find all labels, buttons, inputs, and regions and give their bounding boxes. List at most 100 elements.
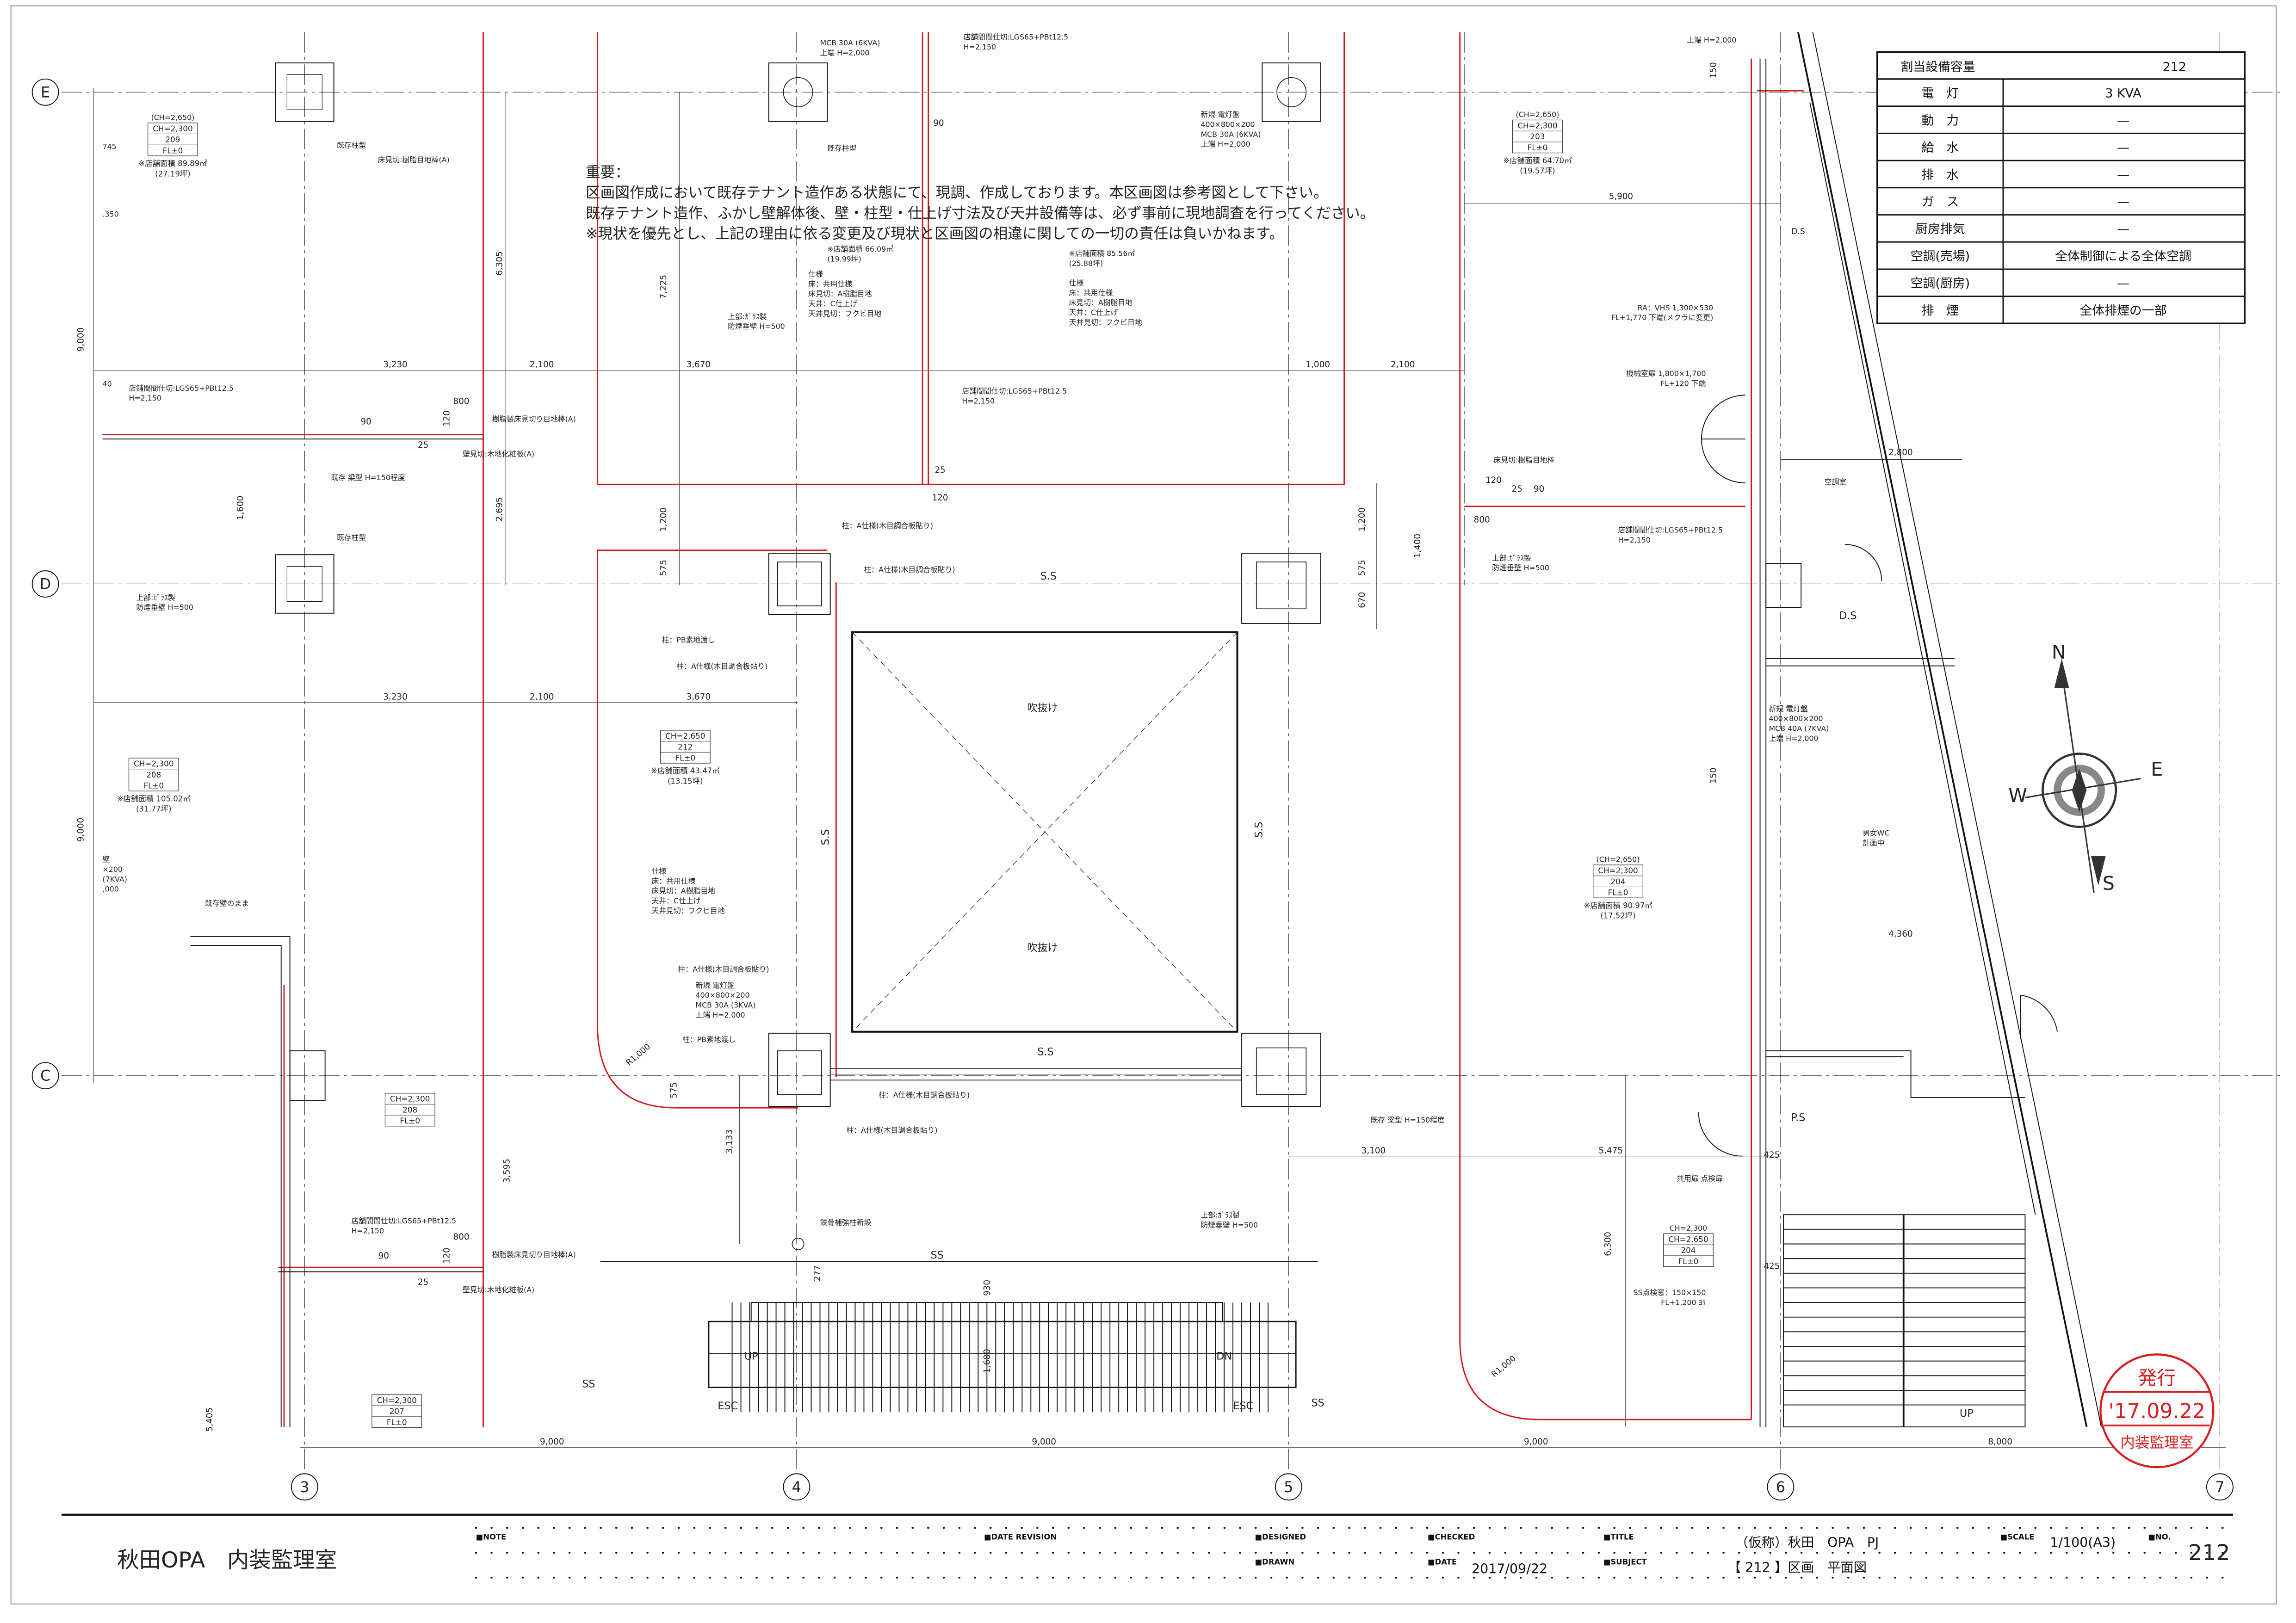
annotation-line: 機械室扉 1,800×1,700 (1626, 369, 1706, 378)
stamp-date: '17.09.22 (2109, 1400, 2205, 1423)
dimension-value: 2,100 (530, 692, 554, 702)
dimension-value: 3,230 (383, 360, 408, 370)
annotation-line: 店舗間間仕切:LGS65+PBt12.5 (964, 32, 1069, 41)
annotation-line: 仕様 (1069, 278, 1084, 287)
subject-value: 【 212 】区画 平面図 (1728, 1560, 1867, 1575)
no-label: ■NO. (2148, 1533, 2171, 1542)
note-label: ■NOTE (476, 1533, 507, 1542)
dimension-lines (93, 87, 2226, 1448)
dimension-value: 575 (659, 560, 668, 576)
room-area: ※店舗面積 43.47㎡ (651, 766, 720, 775)
annotation-line: 天井見切：フクビ目地 (652, 906, 725, 915)
annotation-line: H=2,150 (1618, 536, 1651, 544)
annotation-line: ×200 (103, 865, 123, 874)
annotation-line: 既存 梁型 H=150程度 (1371, 1116, 1445, 1124)
annotation-line: ,000 (103, 885, 119, 894)
room-tag-row: CH=2,300 (1517, 121, 1557, 130)
dimension-value: 1,200 (1357, 507, 1367, 532)
annotation-line: 樹脂製床見切り目地棒(A) (492, 1250, 576, 1259)
annotation-line: 男女WC (1863, 829, 1889, 838)
annotation-line: H=2,150 (964, 43, 996, 51)
grid-col-label: 6 (1776, 1479, 1785, 1496)
area-label: S.S (1040, 570, 1057, 582)
annotation: 店舗間間仕切:LGS65+PBt12.5H=2,150 (352, 1216, 457, 1235)
annotation-line: 天井：C仕上げ (1069, 308, 1118, 317)
annotation-line: 上部:ｶﾞﾗｽ製 (1201, 1211, 1240, 1220)
capacity-item: 空調(売場) (1911, 249, 1970, 264)
notice-line: ※現状を優先とし、上記の理由に依る変更及び現状と区画図の相違に関しての一切の責任… (586, 226, 1284, 242)
tenant-partitions (102, 32, 1804, 1427)
dimension-value: 3,670 (687, 360, 711, 370)
notice-line: 区画図作成において既存テナント造作ある状態にて、現調、作成しております。本区画図… (586, 185, 1328, 201)
annotation-line: FL+1,200 ﾖﾘ (1661, 1298, 1706, 1307)
annotation-line: 床見切:樹脂目地棒 (1493, 456, 1554, 464)
capacity-value: — (2117, 113, 2129, 128)
grid-row-d-bubble: D (31, 570, 59, 598)
dimension-value: 2,100 (1391, 360, 1415, 370)
annotation-line: 既存柱型 (827, 144, 856, 153)
annotation-line: 上部:ｶﾞﾗｽ製 (136, 593, 175, 602)
annotation: 上端 H=2,000 (1687, 36, 1736, 44)
annotation-line: 柱：A仕様(木目調合板貼り) (846, 1126, 937, 1135)
annotation: 鉄骨補強柱新設 (820, 1218, 872, 1227)
annotation-line: 上端 H=2,000 (1687, 36, 1736, 44)
dimension-value: 1,000 (1306, 360, 1330, 370)
room-tag-row: FL±0 (387, 1418, 407, 1427)
annotation: 柱：A仕様(木目調合板貼り) (678, 965, 769, 974)
annotation-line: 店舗間間仕切:LGS65+PBt12.5 (1618, 526, 1723, 535)
annotation: 柱：PB素地渡し (682, 1035, 736, 1044)
area-label: UP (744, 1350, 758, 1362)
annotation: 既存柱型 (337, 533, 366, 542)
annotation-line: (19.99坪) (827, 255, 861, 264)
area-label: ESC (718, 1400, 738, 1412)
grid-row-label: E (41, 84, 50, 101)
grid-row-label: D (40, 576, 51, 593)
annotation-line: 上端 H=2,000 (820, 48, 870, 57)
annotation: 柱：A仕様(木目調合板貼り) (864, 565, 955, 574)
dimension-value: 90 (361, 417, 371, 427)
area-label: D.S (1791, 227, 1805, 236)
annotation: 壁見切:木地化粧板(A) (463, 450, 534, 458)
annotation-line: 防煙垂壁 H=500 (1492, 563, 1549, 572)
annotation-line: FL+120 下端 (1660, 379, 1706, 388)
annotation-line: 天井見切：フクビ目地 (808, 309, 881, 318)
annotation-line: 既存柱型 (337, 533, 366, 542)
annotation-line: FL+1,770 下端(メクラに変更) (1611, 313, 1713, 322)
dimension-value: 120 (442, 1247, 452, 1264)
room-area: (27.19坪) (155, 169, 190, 178)
annotation-line: 仕様 (652, 867, 667, 876)
compass-e: E (2151, 758, 2163, 780)
annotation-line: 床：共用仕様 (1069, 288, 1113, 297)
annotation-line: ※店舗面積 66.09㎡ (827, 245, 893, 253)
room-ceiling-outer: (CH=2,650) (1597, 855, 1640, 864)
annotation: 既存 梁型 H=150程度 (1371, 1116, 1445, 1124)
checked-label: ■CHECKED (1428, 1533, 1475, 1542)
area-label: S.S (1253, 821, 1265, 838)
capacity-item: 排 水 (1922, 168, 1959, 182)
date-label: ■DATE (1428, 1557, 1457, 1566)
notice-heading: 重要： (586, 164, 630, 181)
issue-stamp: 発行 '17.09.22 内装監理室 (2099, 1353, 2215, 1469)
dimension-value: 120 (442, 410, 452, 426)
column-e4 (768, 62, 828, 122)
annotation-line: 仕様 (808, 270, 823, 278)
designed-label: ■DESIGNED (1255, 1533, 1306, 1542)
room-tag-row: CH=2,300 (377, 1395, 417, 1405)
annotation-line: 745 (103, 142, 117, 151)
room-area: (31.77坪) (136, 805, 171, 814)
room-tag-row: FL±0 (400, 1116, 420, 1125)
annotation-line: .350 (103, 210, 119, 218)
capacity-row: 給 水— (1922, 141, 2129, 155)
